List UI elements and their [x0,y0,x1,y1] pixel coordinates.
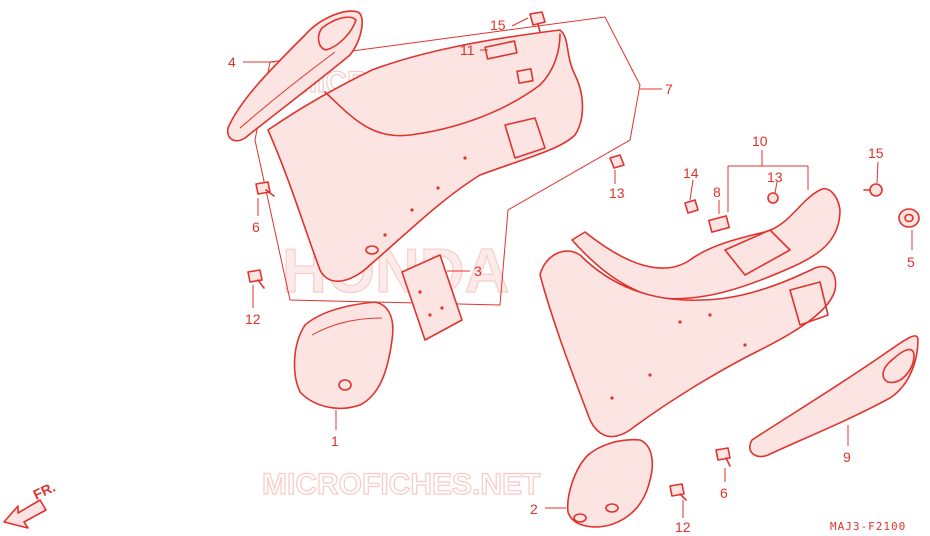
callout-10: 10 [752,133,768,149]
callout-1: 1 [331,433,339,449]
part-11-label [484,40,518,60]
callout-6-bottom: 6 [720,485,728,501]
callout-15-right: 15 [868,145,884,161]
part-13-nut-left [609,154,625,169]
leader-lines [243,17,913,518]
part-4-left-rail [226,10,363,142]
direction-label: FR. [31,479,58,503]
callout-11: 11 [460,42,475,58]
front-direction-arrow: FR. [3,479,58,529]
callout-13-left: 13 [609,185,625,201]
callout-5: 5 [907,254,915,270]
part-3-plate [401,254,463,341]
callout-6-left: 6 [252,219,260,235]
callouts: 4 15 11 7 3 13 14 8 10 13 15 5 6 12 1 2 … [228,17,915,535]
part-10-right-side-cover [539,188,841,438]
part-5-grommet [898,208,920,228]
callout-15-top: 15 [490,17,506,33]
callout-2: 2 [530,501,538,517]
part-12-screw-bottom [669,483,687,501]
part-15-screw-right [863,183,883,197]
part-6-screw-left [255,181,275,197]
part-1-lower-left-cover [293,301,394,410]
callout-12-left: 12 [245,311,261,327]
callout-8: 8 [713,184,721,200]
watermark-bottom: MICROFICHES.NET [262,468,540,501]
part-12-screw-left [247,269,265,289]
callout-14: 13 [767,169,783,185]
callout-7: 7 [665,81,673,97]
part-13-nut-right [684,199,699,214]
callout-3: 3 [474,263,482,279]
callout-12-bottom: 12 [675,519,691,535]
part-2-lower-right-cover [566,438,654,528]
callout-13-right: 14 [683,165,699,181]
part-6-screw-bottom [715,447,731,467]
callout-4: 4 [228,54,236,70]
part-8-clip [707,215,731,233]
diagram-code: MAJ3-F2100 [830,520,906,533]
part-7-left-side-cover [267,29,584,282]
part-14-grommet [767,192,779,204]
part-15-screw-top [529,11,546,33]
part-9-right-rail [749,335,919,458]
callout-9: 9 [843,449,851,465]
